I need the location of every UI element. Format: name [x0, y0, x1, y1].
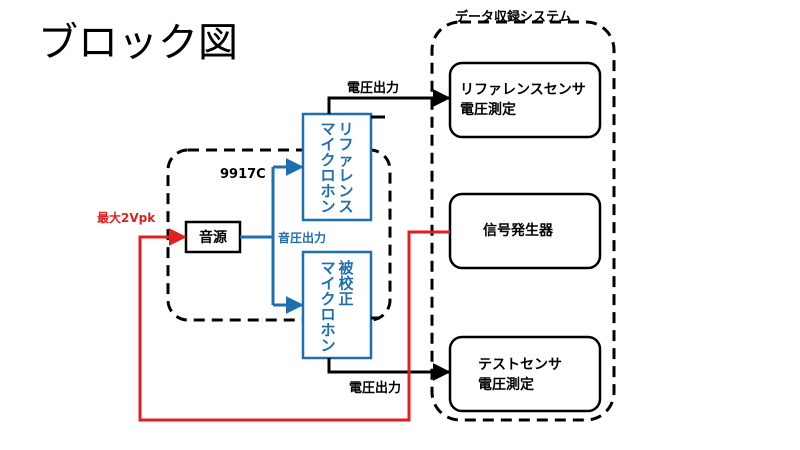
test-mic-box — [301, 250, 373, 360]
test-mic-text-col2: マイクロホン — [320, 259, 335, 355]
test-sensor-line1: テストセンサ — [478, 357, 562, 373]
reference-sensor-box — [448, 61, 602, 139]
data-system-group — [430, 20, 616, 422]
device-label: 9917C — [220, 167, 266, 182]
test-mic-text-col1: 被校正 — [338, 259, 354, 308]
ref-voltage-arrow — [327, 89, 451, 114]
data-system-label: データ収録システム — [455, 9, 572, 25]
page-title: ブロック図 — [38, 20, 238, 66]
voltage-out-top-label: 電圧出力 — [347, 80, 399, 96]
sound-source-box — [184, 220, 242, 254]
reference-mic-text-col2: マイクロホン — [320, 120, 335, 216]
reference-sensor-line2: 電圧測定 — [460, 101, 516, 118]
device-group — [166, 148, 392, 322]
reference-mic-text-col1: リファレンス — [338, 120, 353, 216]
reference-sensor-line1: リファレンスセンサ — [460, 82, 586, 98]
signal-red-wire — [138, 228, 450, 422]
signal-generator-label: 信号発生器 — [483, 222, 554, 239]
sound-pressure-label: 音圧出力 — [278, 230, 326, 245]
reference-mic-box — [301, 112, 373, 222]
max-voltage-label: 最大2Vpk — [97, 210, 156, 225]
sound-source-label: 音源 — [199, 229, 227, 246]
test-sensor-box — [448, 335, 602, 413]
test-sensor-line2: 電圧測定 — [478, 376, 534, 393]
voltage-out-bottom-label: 電圧出力 — [349, 380, 401, 396]
